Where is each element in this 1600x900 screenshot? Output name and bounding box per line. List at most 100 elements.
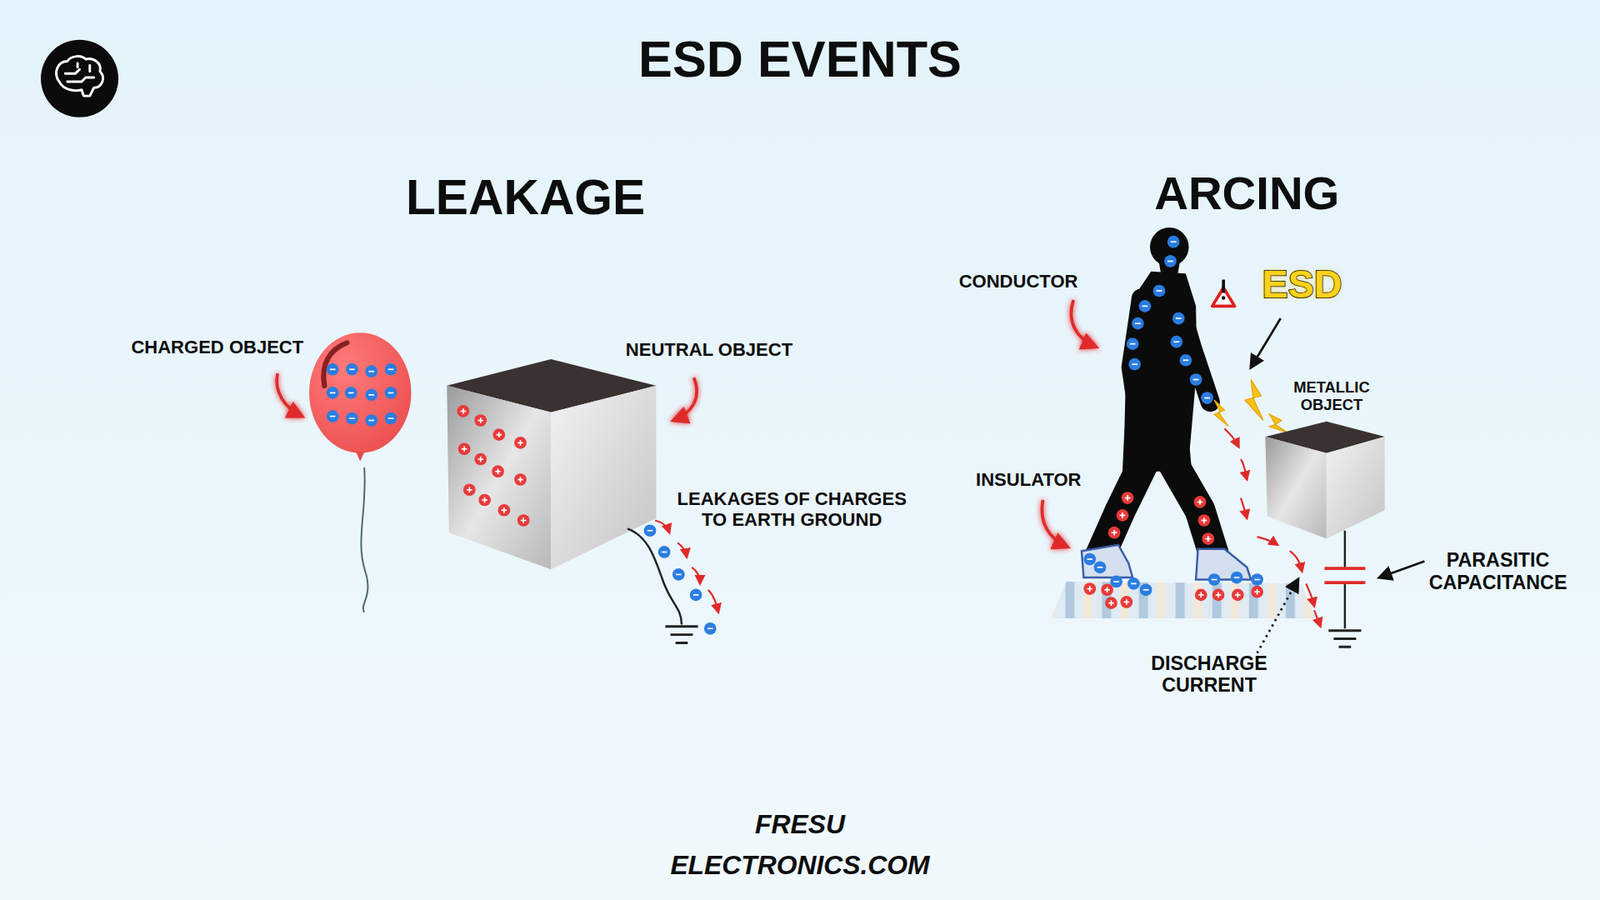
negative-charge xyxy=(690,589,703,602)
neutral-cube xyxy=(446,359,656,570)
charge-sign xyxy=(1097,566,1104,569)
charge-sign xyxy=(497,468,500,475)
charge-dot xyxy=(1121,491,1135,505)
charge-dot xyxy=(1110,575,1123,589)
charge-sign xyxy=(693,594,700,596)
negative-charge xyxy=(1153,285,1166,298)
negative-charge xyxy=(345,363,359,376)
parasitic-capacitor xyxy=(1257,530,1425,654)
negative-charge xyxy=(1127,577,1140,590)
positive-charge xyxy=(458,442,471,455)
corner-brackets xyxy=(18,18,1580,880)
charge-dot xyxy=(1250,585,1264,599)
charge-dot xyxy=(1105,596,1118,610)
part-label: PARASITIC CAPACITANCE xyxy=(1414,549,1583,595)
negative-charge xyxy=(1128,358,1141,371)
positive-charge xyxy=(514,436,527,450)
charge-sign xyxy=(707,627,714,630)
charge-dot xyxy=(1170,335,1183,349)
positive-charge xyxy=(1194,495,1207,509)
positive-charge xyxy=(492,428,505,441)
negative-charge xyxy=(1250,573,1264,586)
charge-dot xyxy=(1083,553,1096,566)
charge-dot xyxy=(1131,317,1145,330)
positive-charge xyxy=(1231,589,1245,602)
callout-arrows xyxy=(276,300,1096,547)
part-label: LEAKAGES OF CHARGES TO EARTH GROUND xyxy=(673,488,910,531)
charge-sign xyxy=(368,394,375,396)
charge-dot xyxy=(345,412,359,425)
negative-charge xyxy=(1170,335,1183,349)
charge-sign xyxy=(522,517,525,524)
negative-charge xyxy=(672,568,685,581)
charge-dot xyxy=(1230,571,1244,585)
negative-charge xyxy=(365,365,378,378)
charge-dot xyxy=(365,365,378,378)
charge-sign xyxy=(1126,495,1129,501)
charge-sign xyxy=(1086,558,1093,560)
positive-charge xyxy=(478,494,491,507)
charge-sign xyxy=(1199,499,1201,505)
charge-sign xyxy=(388,368,395,370)
negative-charge xyxy=(345,386,358,400)
negative-charge xyxy=(1094,560,1107,574)
negative-charge xyxy=(1126,337,1140,350)
charge-dot xyxy=(1200,391,1214,405)
charge-dot xyxy=(1153,285,1166,298)
charge-sign xyxy=(503,507,505,514)
charge-dot xyxy=(1100,583,1114,596)
charge-dot xyxy=(690,589,703,602)
charge-dot xyxy=(1194,495,1207,509)
charge-dot xyxy=(514,436,527,450)
positive-charge xyxy=(1108,526,1121,540)
positive-charge xyxy=(517,514,530,527)
charge-dot xyxy=(1231,589,1245,602)
charge-sign xyxy=(484,497,486,504)
negative-charge xyxy=(1200,391,1214,405)
charge-sign xyxy=(1207,535,1210,542)
positive-charge xyxy=(1100,583,1114,596)
charge-sign xyxy=(480,417,482,424)
charge-sign xyxy=(1211,579,1218,581)
charge-dot xyxy=(326,386,340,400)
part-label: METALLIC OBJECT xyxy=(1282,378,1381,414)
charge-dot xyxy=(326,410,340,423)
negative-charge xyxy=(1180,354,1193,367)
section-heading: ARCING xyxy=(1154,166,1340,221)
charge-dot xyxy=(672,568,685,581)
charge-dot xyxy=(1212,589,1225,602)
charge-dot xyxy=(365,414,378,427)
charge-dot xyxy=(1116,509,1130,522)
negative-charge xyxy=(658,545,671,559)
negative-charge xyxy=(385,363,398,376)
charge-dot xyxy=(644,524,657,537)
charge-dot xyxy=(458,442,471,455)
charge-dot xyxy=(478,494,491,507)
charge-sign xyxy=(1130,583,1137,585)
negative-charge xyxy=(326,410,340,423)
charge-sign xyxy=(1200,592,1202,599)
charge-dot xyxy=(365,389,378,402)
logo xyxy=(40,40,119,118)
charge-sign xyxy=(498,431,500,438)
charge-dot xyxy=(345,386,358,400)
charge-dot xyxy=(463,483,476,496)
charge-dot xyxy=(1208,573,1221,586)
section-heading: LEAKAGE xyxy=(405,169,645,226)
charge-sign xyxy=(1125,599,1128,605)
charge-sign xyxy=(1106,586,1109,593)
charge-dot xyxy=(1108,526,1121,540)
charge-dot xyxy=(385,412,398,425)
negative-charge xyxy=(1190,373,1203,386)
negative-charge xyxy=(1140,583,1153,596)
charge-sign xyxy=(1254,579,1260,581)
charge-sign xyxy=(348,392,355,395)
charge-sign xyxy=(1121,512,1124,519)
charge-sign xyxy=(349,417,355,420)
watermark: ELECTRONICS.COM xyxy=(670,850,930,881)
charge-sign xyxy=(1193,379,1200,381)
charge-dot xyxy=(1127,577,1140,590)
charge-sign xyxy=(368,420,375,422)
charge-dot xyxy=(514,473,527,486)
